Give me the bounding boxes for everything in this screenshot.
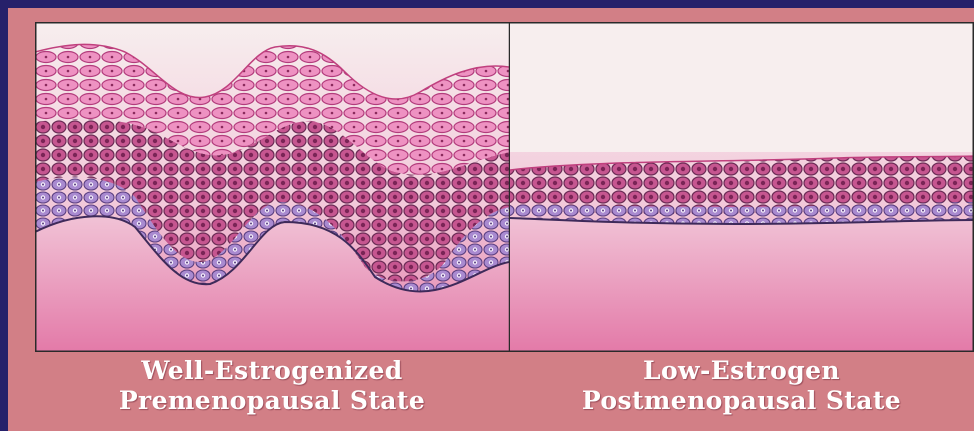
caption-premenopausal: Well-Estrogenized Premenopausal State xyxy=(35,356,509,431)
caption-premenopausal-line2: Premenopausal State xyxy=(119,386,425,416)
lumen-right xyxy=(510,22,974,152)
slide-frame: Well-Estrogenized Premenopausal State Lo… xyxy=(8,8,974,431)
postmenopausal-panel xyxy=(510,22,974,352)
captions-row: Well-Estrogenized Premenopausal State Lo… xyxy=(35,356,974,431)
caption-postmenopausal-line2: Postmenopausal State xyxy=(582,386,901,416)
caption-postmenopausal: Low-Estrogen Postmenopausal State xyxy=(509,356,974,431)
epithelium-illustration xyxy=(35,22,974,352)
caption-premenopausal-line1: Well-Estrogenized xyxy=(141,356,402,386)
premenopausal-panel xyxy=(35,22,509,352)
caption-postmenopausal-line1: Low-Estrogen xyxy=(643,356,840,386)
